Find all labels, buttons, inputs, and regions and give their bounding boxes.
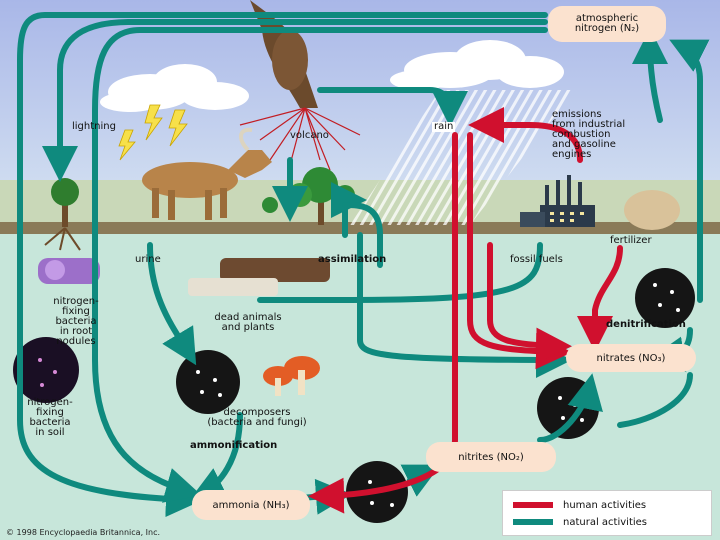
lightning-label: lightning	[72, 122, 116, 132]
legend-natural-swatch	[513, 519, 553, 525]
nitrates-node: nitrates (NO₃)	[566, 344, 696, 372]
legend-human-row: human activities	[513, 498, 646, 512]
decomposer-bacteria-image	[176, 350, 240, 414]
atmospheric-nitrogen-label: atmospheric nitrogen (N₂)	[575, 14, 639, 34]
legend-natural-label: natural activities	[563, 517, 647, 528]
ammonification-label: ammonification	[190, 441, 277, 451]
legend-human-label: human activities	[563, 500, 646, 511]
dead-organisms-label: dead animals and plants	[188, 313, 308, 333]
atmospheric-nitrogen-node: atmospheric nitrogen (N₂)	[548, 6, 666, 42]
legend-natural-row: natural activities	[513, 515, 647, 529]
copyright-notice: © 1998 Encyclopaedia Britannica, Inc.	[6, 528, 160, 537]
volcano-label: volcano	[290, 131, 329, 141]
urine-label: urine	[135, 255, 161, 265]
denitrification-label: denitrification	[606, 320, 686, 330]
emissions-label: emissions from industrial combustion and…	[552, 110, 625, 160]
fertilizer-label: fertilizer	[610, 236, 652, 246]
decomposers-label: decomposers (bacteria and fungi)	[172, 408, 342, 428]
assimilation-label: assimilation	[318, 255, 386, 265]
legend-human-swatch	[513, 502, 553, 508]
nitrites-node: nitrites (NO₂)	[426, 442, 556, 472]
soil-bacteria-label: nitrogen- fixing bacteria in soil	[10, 398, 90, 438]
rain-label: rain	[432, 122, 455, 132]
ammonia-node: ammonia (NH₃)	[192, 490, 310, 520]
legend: human activities natural activities	[502, 490, 712, 536]
root-nodules-label: nitrogen- fixing bacteria in root nodule…	[36, 297, 116, 347]
fossil-fuels-label: fossil fuels	[510, 255, 563, 265]
fertilizer-sack	[624, 190, 680, 230]
